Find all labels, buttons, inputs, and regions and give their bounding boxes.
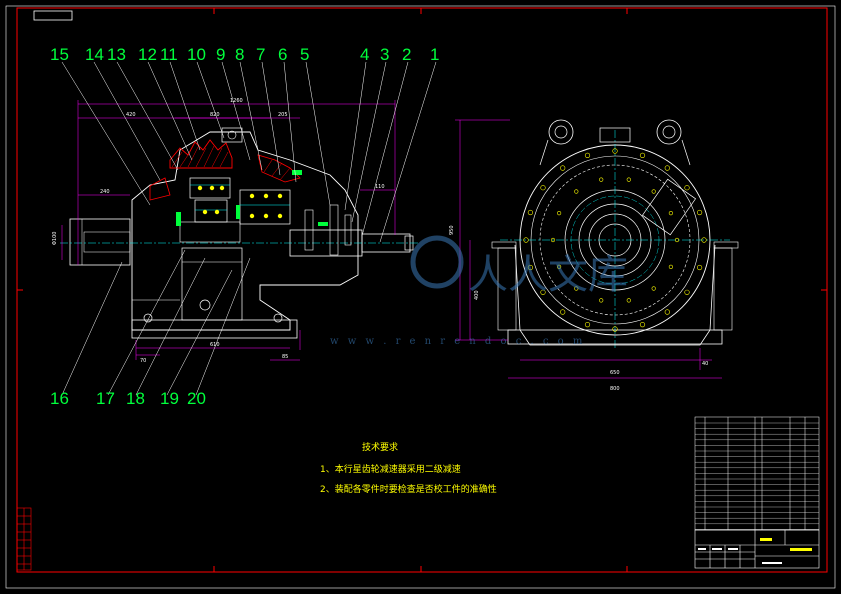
svg-text:110: 110	[375, 184, 385, 190]
bolt-hole	[550, 237, 556, 243]
callout-2: 2	[402, 45, 411, 64]
callout-8: 8	[235, 45, 244, 64]
bolt-hole	[684, 185, 690, 191]
callout-5: 5	[300, 45, 309, 64]
bolt-hole	[540, 185, 546, 191]
bolt-hole	[664, 165, 670, 171]
side-view	[491, 119, 739, 350]
input-shaft	[69, 218, 131, 266]
title-block-marks	[698, 538, 812, 564]
svg-text:820: 820	[210, 112, 220, 118]
bolt-hole	[523, 237, 529, 243]
ring-gear-section	[169, 139, 233, 169]
callouts-bottom: 16 17 18 19 20	[50, 389, 206, 408]
callout-15: 15	[50, 45, 69, 64]
bolt-hole	[599, 177, 604, 182]
svg-text:人人文库: 人人文库	[468, 252, 628, 298]
callout-7: 7	[256, 45, 265, 64]
sheet-frame	[5, 5, 836, 589]
callout-3: 3	[380, 45, 389, 64]
callout-4: 4	[360, 45, 369, 64]
watermark: 人人文库 w w w . r e n r e n d o c . c o m	[330, 235, 628, 347]
svg-text:40: 40	[702, 361, 708, 367]
dimension-lines	[61, 100, 396, 361]
svg-text:Φ100: Φ100	[52, 232, 58, 245]
callout-9: 9	[216, 45, 225, 64]
svg-text:400: 400	[474, 290, 480, 300]
bolt-hole	[556, 264, 562, 270]
bolt-hole	[651, 286, 656, 291]
bolt-hole	[560, 309, 566, 315]
bolt-hole	[651, 189, 656, 194]
callout-13: 13	[107, 45, 126, 64]
callout-12: 12	[138, 45, 157, 64]
parts-list-rows	[695, 422, 819, 530]
callout-17: 17	[96, 389, 115, 408]
technical-requirements: 技术要求 1、本行星齿轮减速器采用二级减速 2、装配各零件时要检查是否校工件的准…	[320, 441, 497, 495]
bolt-hole	[527, 209, 534, 216]
tech-title: 技术要求	[362, 441, 398, 453]
bolt-hole	[639, 322, 646, 328]
callout-6: 6	[278, 45, 287, 64]
svg-text:205: 205	[278, 112, 288, 118]
bolt-hole	[626, 298, 631, 303]
callout-10: 10	[187, 45, 206, 64]
callout-18: 18	[126, 389, 145, 408]
svg-text:800: 800	[610, 386, 620, 392]
title-block	[694, 529, 820, 569]
callout-16: 16	[50, 389, 69, 408]
bolt-hole	[668, 211, 674, 216]
bolt-circle	[523, 148, 707, 332]
bolt-hole	[527, 264, 534, 271]
bolt-hole	[599, 298, 604, 303]
callouts-top: 15 14 13 12 11 10 9 8 7 6 5 4 3 2 1	[50, 45, 439, 64]
bolt-hole	[556, 211, 562, 216]
bolt-hole	[701, 237, 707, 243]
svg-text:w w w . r e n r e n d o c . c: w w w . r e n r e n d o c . c o m	[330, 336, 585, 347]
bolt-hole	[612, 326, 618, 332]
side-view-dimensions: 950 400 650 800 40	[449, 119, 722, 392]
svg-text:85: 85	[282, 354, 288, 360]
bolt-hole	[560, 165, 566, 171]
bolt-hole	[639, 152, 646, 158]
callout-20: 20	[187, 389, 206, 408]
bolt-hole	[574, 286, 579, 291]
callout-19: 19	[160, 389, 179, 408]
bolt-hole	[696, 209, 703, 216]
bolt-hole	[612, 148, 618, 154]
svg-text:610: 610	[210, 342, 220, 348]
svg-text:1260: 1260	[230, 98, 243, 104]
bolt-hole	[696, 264, 703, 271]
revision-block	[16, 507, 32, 571]
callout-leaders	[61, 61, 437, 396]
bolt-hole	[584, 152, 591, 158]
bolt-hole	[668, 264, 674, 270]
tech-item-2: 2、装配各零件时要检查是否校工件的准确性	[320, 483, 497, 495]
callout-1: 1	[430, 45, 439, 64]
front-section-view: 1260 420 820 205 240 110 70 610 85 Φ100	[52, 98, 420, 364]
bolt-hole	[664, 309, 670, 315]
callout-11: 11	[160, 45, 178, 64]
tech-item-1: 1、本行星齿轮减速器采用二级减速	[320, 463, 461, 475]
svg-text:240: 240	[100, 189, 110, 195]
bolt-hole	[684, 289, 690, 295]
svg-text:420: 420	[126, 112, 136, 118]
svg-text:950: 950	[449, 225, 455, 235]
bolt-hole	[574, 189, 579, 194]
svg-text:70: 70	[140, 358, 146, 364]
bolt-hole	[584, 322, 591, 328]
svg-text:650: 650	[610, 370, 620, 376]
bolt-hole	[626, 177, 631, 182]
bolt-hole	[674, 237, 680, 243]
callout-14: 14	[85, 45, 104, 64]
bolt-hole	[540, 289, 546, 295]
